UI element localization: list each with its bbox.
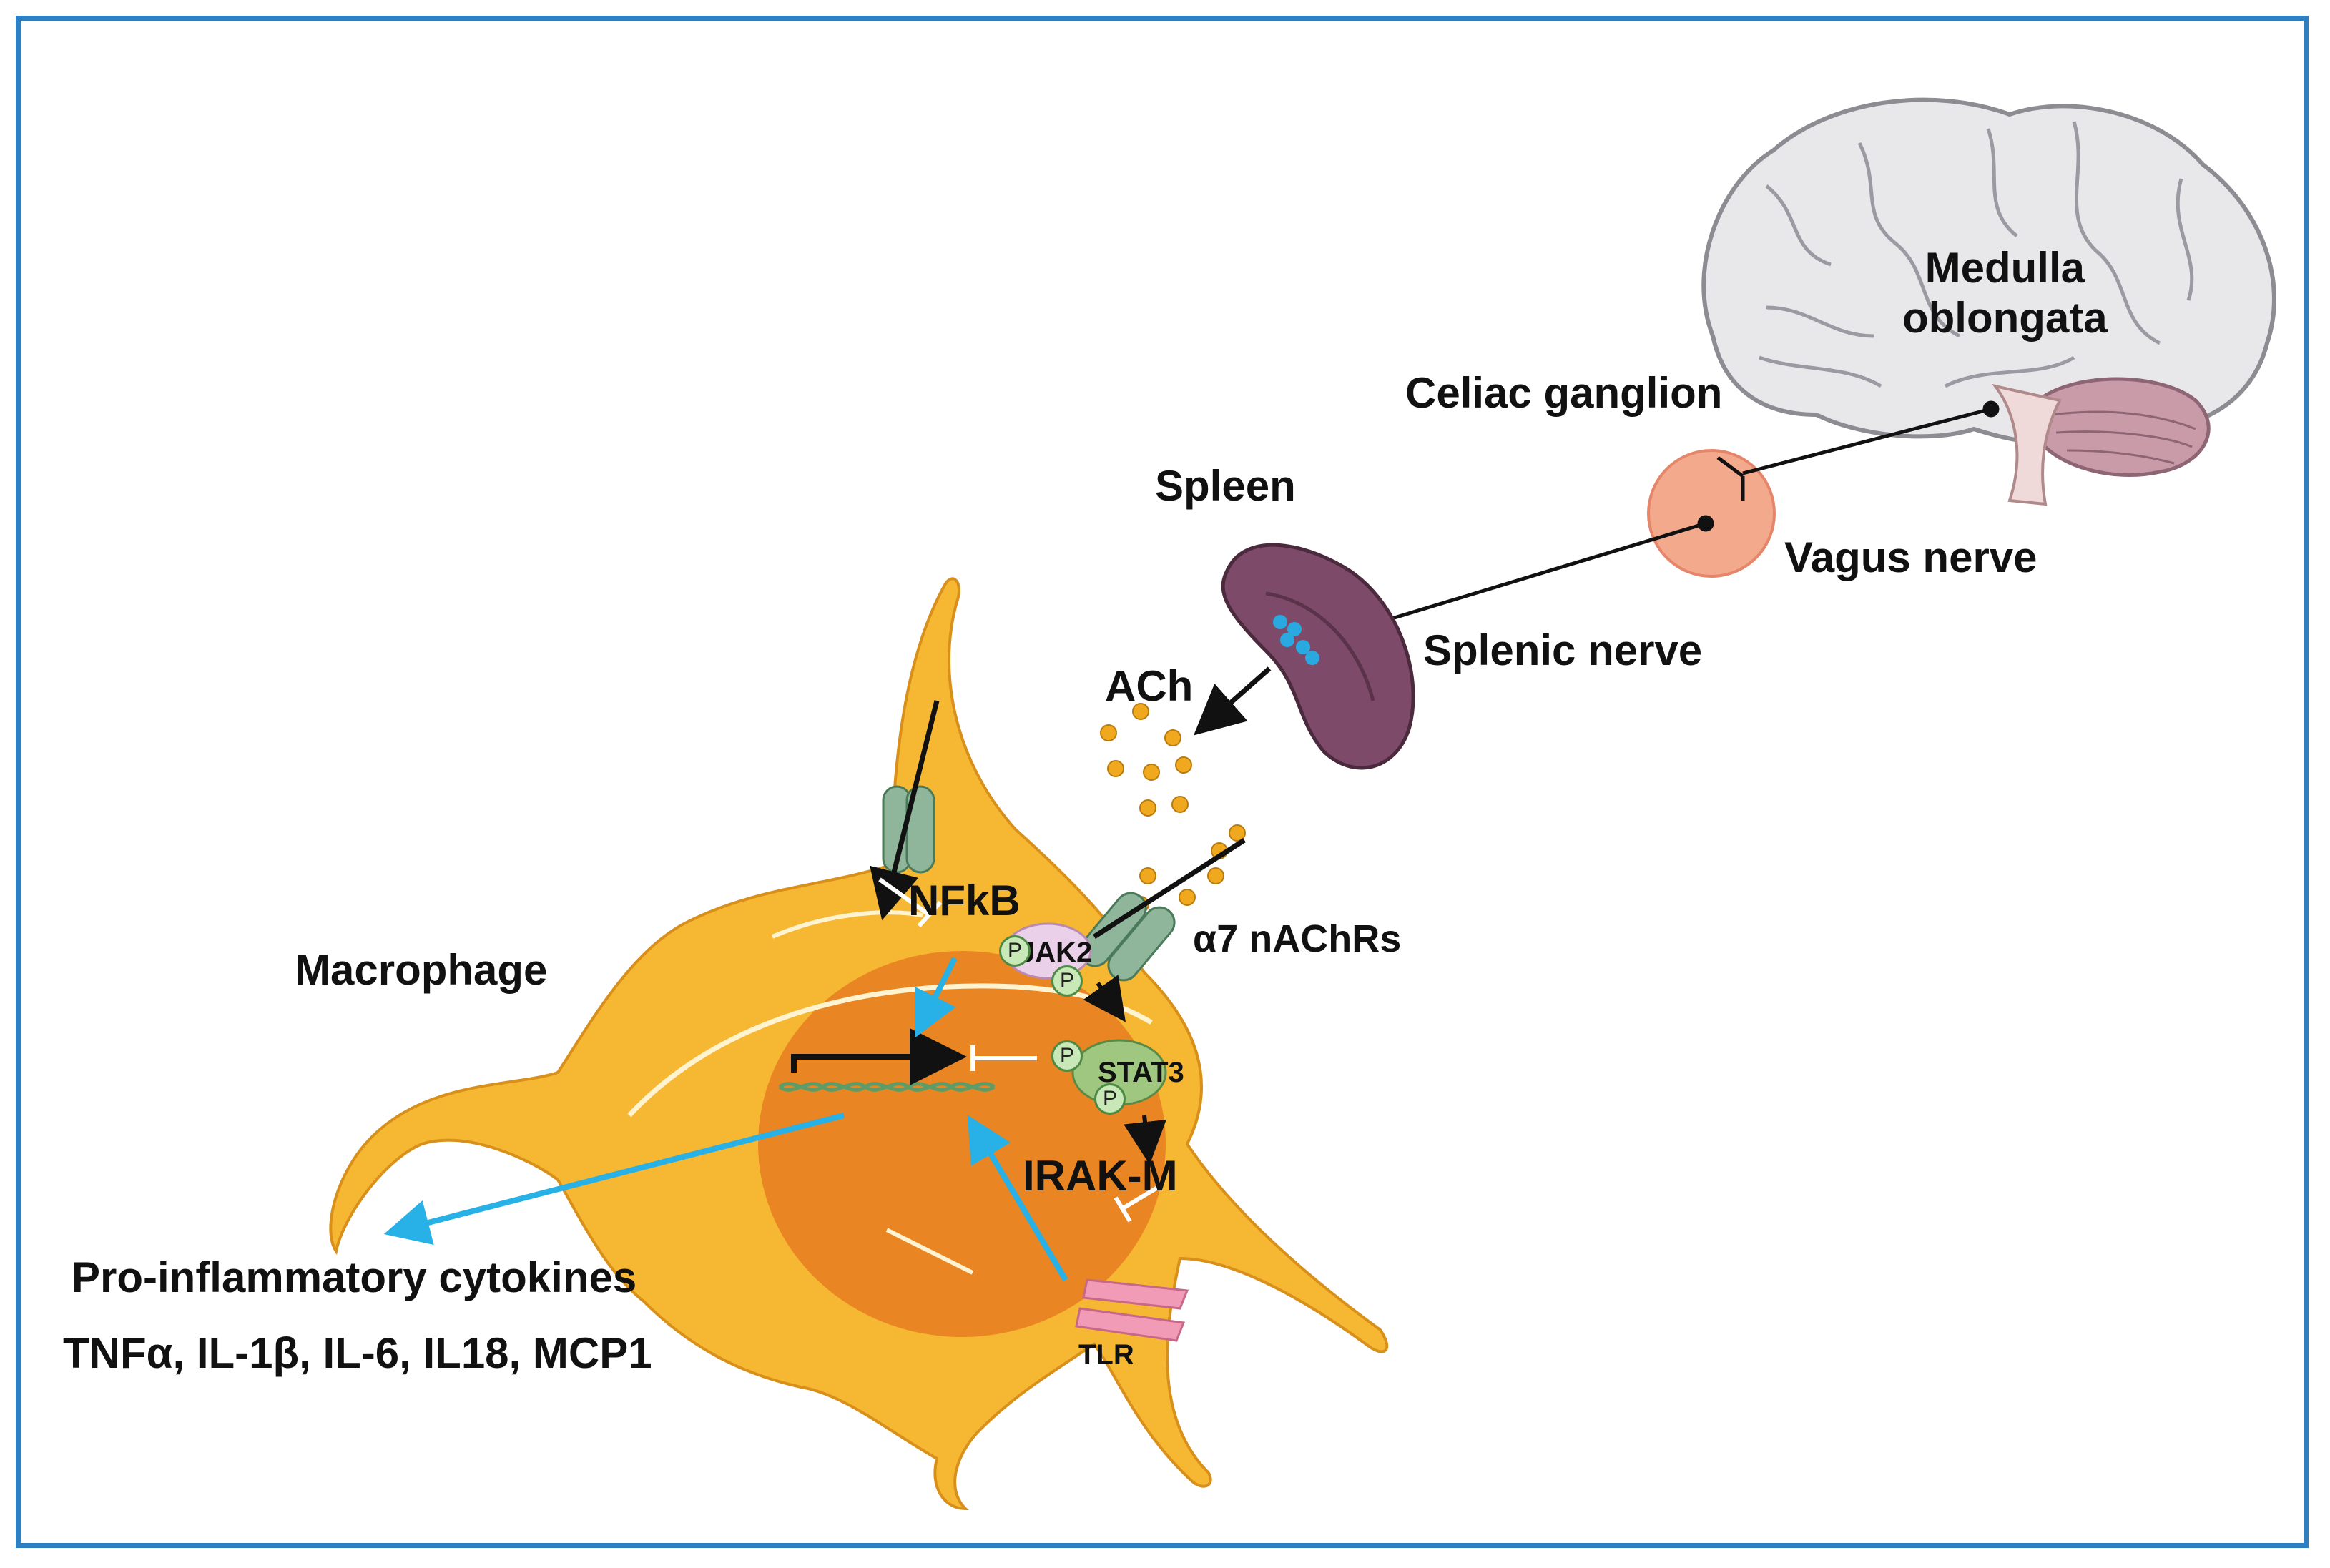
cytokines-title: Pro-inflammatory cytokines xyxy=(72,1253,637,1301)
irakm-label: IRAK-M xyxy=(1023,1152,1178,1200)
ligand-arrow-upper xyxy=(870,700,940,921)
tlr-label: TLR xyxy=(1078,1339,1134,1371)
tlr-receptor-icon xyxy=(1075,1278,1189,1342)
phospho-jak2-bottom: P xyxy=(1051,965,1083,997)
upper-receptor-icon xyxy=(882,785,935,874)
receptors-label: α7 nAChRs xyxy=(1193,917,1402,960)
phospho-stat3-left: P xyxy=(1051,1040,1083,1072)
medulla-label: Medulla oblongata xyxy=(1902,244,2108,342)
celiac-ganglion-label: Celiac ganglion xyxy=(1405,369,1723,417)
cytokines-list: TNFα, IL-1β, IL-6, IL18, MCP1 xyxy=(63,1329,652,1377)
phospho-jak2-left: P xyxy=(999,935,1031,967)
ach-release-arrow xyxy=(1194,666,1272,736)
inhibition-lines xyxy=(878,877,1160,1223)
ligand-arrow-a7 xyxy=(1093,838,1246,939)
stat3-label: STAT3 xyxy=(1098,1057,1184,1088)
stat3-to-irakm-arrow xyxy=(1124,1115,1166,1165)
brainstem-icon xyxy=(1992,383,2062,506)
nfkb-label: NFkB xyxy=(908,877,1021,924)
tlr-signal-arrow xyxy=(967,1115,1068,1282)
cytokine-release-arrow xyxy=(383,1113,845,1245)
jak2-label: JAK2 xyxy=(1019,937,1093,968)
phospho-stat3-bottom: P xyxy=(1094,1083,1126,1115)
splenic-nerve-label: Splenic nerve xyxy=(1423,626,1703,674)
spleen-icon xyxy=(1221,543,1415,770)
ach-label: ACh xyxy=(1105,662,1194,710)
jak2-to-stat3-arrow xyxy=(1083,975,1126,1022)
transcription-arrow xyxy=(791,1028,967,1085)
vagus-nerve-line xyxy=(1716,400,2000,501)
nfkb-to-nucleus-arrow xyxy=(915,957,958,1038)
cerebellum-icon xyxy=(2036,377,2211,477)
spleen-label: Spleen xyxy=(1155,462,1296,510)
macrophage-label: Macrophage xyxy=(295,946,548,994)
vagus-nerve-label: Vagus nerve xyxy=(1784,533,2037,581)
